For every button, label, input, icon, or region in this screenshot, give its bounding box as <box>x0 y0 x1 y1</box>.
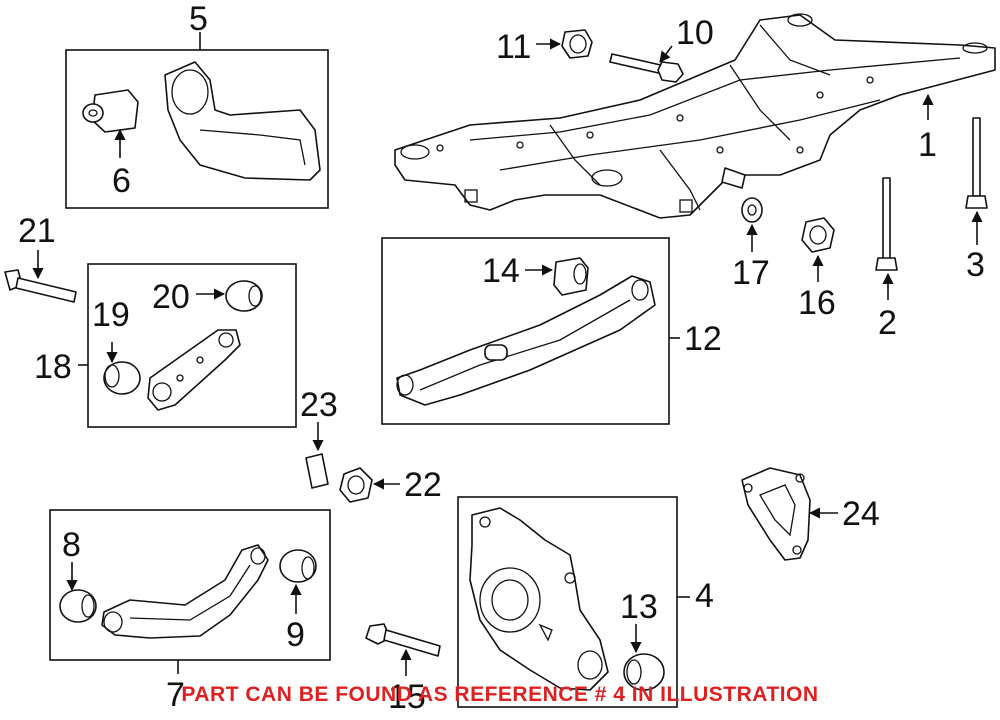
bolt-part-15 <box>365 623 441 657</box>
callout-24: 24 <box>842 495 880 533</box>
nut-part-22 <box>339 467 373 503</box>
callout-3: 3 <box>966 246 985 284</box>
nut-part-16 <box>801 217 835 253</box>
leader-lines <box>32 32 983 676</box>
group-box-5 <box>65 49 329 209</box>
group-box-18 <box>87 263 297 428</box>
bushing-part-9 <box>279 549 317 583</box>
group-box-4 <box>457 496 678 708</box>
callout-10: 10 <box>676 14 714 52</box>
clip-part-23 <box>305 453 329 489</box>
callout-22: 22 <box>404 466 442 504</box>
callout-8: 8 <box>62 526 81 564</box>
callout-4: 4 <box>695 577 714 615</box>
callout-18: 18 <box>34 348 72 386</box>
callout-14: 14 <box>482 252 520 290</box>
bushing-part-13 <box>623 653 665 691</box>
bushing-part-6 <box>82 89 139 133</box>
callout-6: 6 <box>112 162 131 200</box>
bolt-part-2 <box>875 177 898 271</box>
nut-part-11 <box>561 29 593 59</box>
bolt-part-21 <box>4 269 77 303</box>
trailing-arm-part-5 <box>164 61 321 181</box>
mounting-plate-part-24 <box>741 467 811 561</box>
callout-9: 9 <box>286 616 305 654</box>
bushing-part-8 <box>59 589 97 623</box>
upper-arm-part-7 <box>101 544 269 639</box>
callout-7: 7 <box>166 676 185 714</box>
footer-note: PART CAN BE FOUND AS REFERENCE # 4 IN IL… <box>181 683 819 706</box>
callout-2: 2 <box>878 304 897 342</box>
control-link-part-18 <box>147 329 241 411</box>
lower-control-arm-part-12 <box>396 275 656 406</box>
bushing-part-14 <box>553 257 589 296</box>
callout-12: 12 <box>684 320 722 358</box>
callout-15: 15 <box>388 678 426 715</box>
callout-16: 16 <box>798 284 836 322</box>
bushing-part-19 <box>103 361 141 395</box>
callout-11: 11 <box>496 28 531 66</box>
callout-19: 19 <box>92 296 130 334</box>
group-box-7 <box>49 509 331 661</box>
bushing-part-20 <box>225 280 263 312</box>
washer-part-17 <box>741 197 763 223</box>
group-box-12 <box>381 237 670 425</box>
callout-23: 23 <box>300 386 338 424</box>
callout-21: 21 <box>18 212 56 250</box>
callout-1: 1 <box>918 126 937 164</box>
callout-5: 5 <box>189 0 208 38</box>
bolt-part-10 <box>609 53 684 83</box>
bolt-part-3 <box>965 117 988 209</box>
knuckle-part-4 <box>469 507 609 691</box>
callout-13: 13 <box>620 588 658 626</box>
callout-20: 20 <box>152 278 190 316</box>
subframe-part <box>394 13 996 219</box>
callout-17: 17 <box>732 254 770 292</box>
